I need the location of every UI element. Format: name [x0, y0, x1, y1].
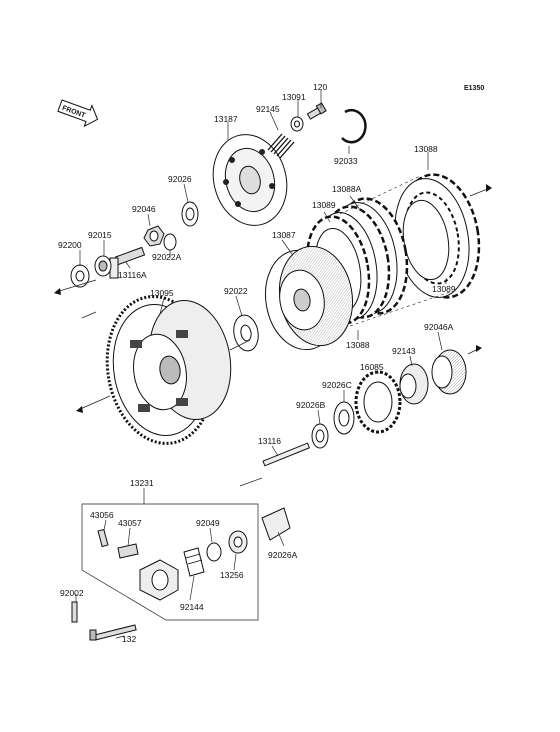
label-13116: 13116 [258, 436, 281, 446]
label-92049: 92049 [196, 518, 220, 528]
label-92144: 92144 [180, 602, 204, 612]
label-43056: 43056 [90, 510, 114, 520]
needle-bearing-92046A [431, 349, 467, 395]
label-16085: 16085 [360, 362, 384, 372]
clutch-hub-13087 [264, 245, 354, 351]
label-92026C: 92026C [322, 380, 352, 390]
circlip-92033 [341, 108, 367, 144]
label-92145: 92145 [256, 104, 280, 114]
bolt-120 [306, 102, 327, 120]
shaft-13116 [262, 442, 311, 467]
label-120: 120 [313, 82, 327, 92]
pressure-plate-13187 [212, 134, 288, 226]
label-13091: 13091 [282, 92, 306, 102]
sleeve-92143 [399, 363, 429, 405]
label-92022A: 92022A [152, 252, 182, 262]
label-13089-right: 13089 [432, 284, 456, 294]
label-92143: 92143 [392, 346, 416, 356]
label-92022: 92022 [224, 286, 248, 296]
front-direction-badge: FRONT [57, 99, 99, 128]
label-92015: 92015 [88, 230, 112, 240]
clutch-housing-13095 [105, 295, 232, 445]
label-92200: 92200 [58, 240, 82, 250]
spring-92145 [267, 133, 295, 159]
label-92026B: 92026B [296, 400, 326, 410]
label-92026A: 92026A [268, 550, 298, 560]
release-assembly-13231 [71, 503, 291, 641]
label-13231: 13231 [130, 478, 154, 488]
label-92002: 92002 [60, 588, 84, 598]
label-13088-top: 13088 [414, 144, 438, 154]
label-13088A: 13088A [332, 184, 362, 194]
label-13116A: 13116A [118, 270, 147, 280]
label-92046: 92046 [132, 204, 156, 214]
washer-92022A [163, 233, 177, 251]
label-13088-low: 13088 [346, 340, 370, 350]
label-13095: 13095 [150, 288, 174, 298]
diagram-code: E1350 [464, 85, 484, 92]
label-13087: 13087 [272, 230, 296, 240]
label-92046A: 92046A [424, 322, 454, 332]
label-92033: 92033 [334, 156, 358, 166]
sprocket-16085 [354, 370, 402, 434]
label-132: 132 [122, 634, 136, 644]
label-92026: 92026 [168, 174, 192, 184]
label-13256: 13256 [220, 570, 244, 580]
label-13187: 13187 [214, 114, 238, 124]
label-43057: 43057 [118, 518, 142, 528]
label-13089-mid: 13089 [312, 200, 336, 210]
